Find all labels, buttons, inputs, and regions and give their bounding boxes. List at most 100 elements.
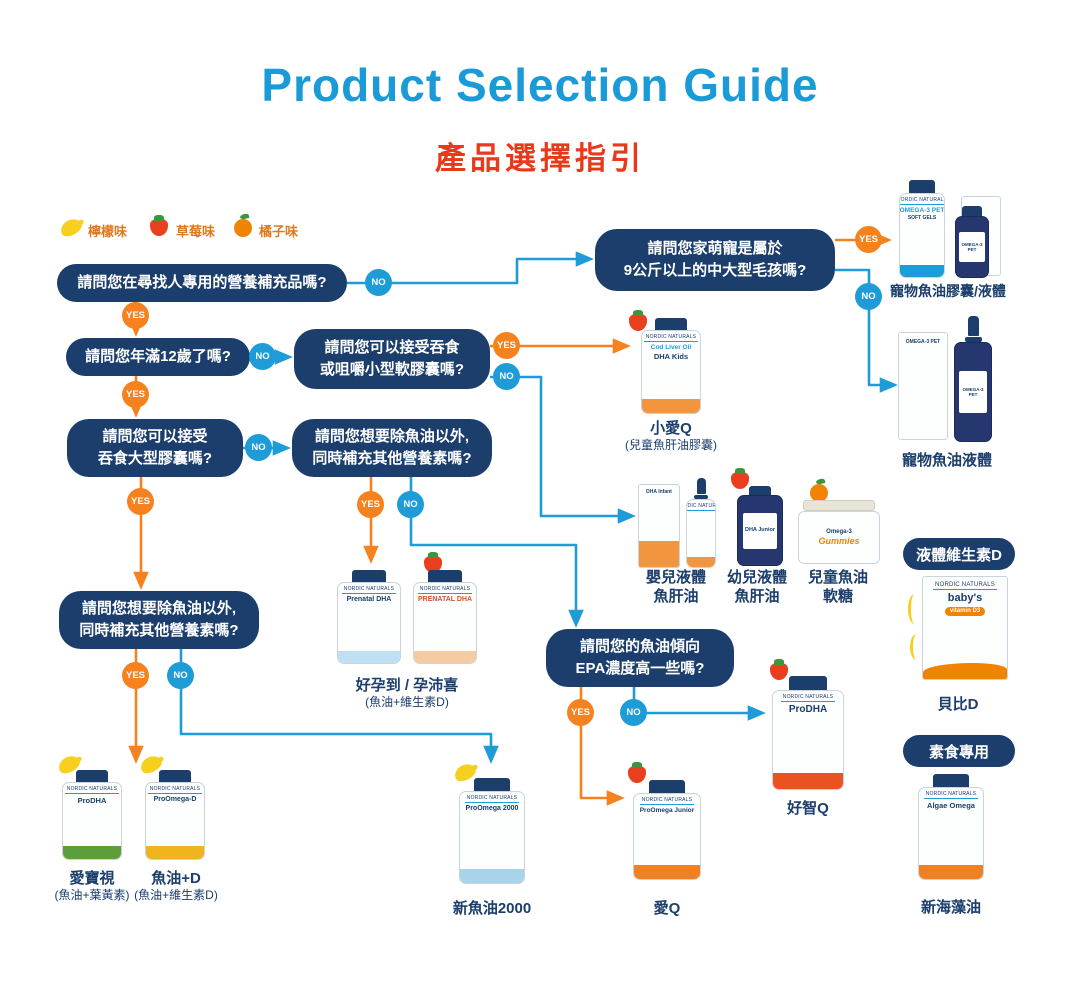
legend-lemon-label: 檸檬味 bbox=[88, 224, 128, 239]
strawberry-icon bbox=[628, 762, 646, 783]
badge-epa-no: NO bbox=[620, 699, 647, 726]
question-text: 同時補充其他營養素嗎? bbox=[79, 622, 239, 639]
bottle-name-text: ProDHA bbox=[788, 704, 828, 715]
bottle-band bbox=[642, 399, 700, 413]
question-text: 請問您想要除魚油以外, bbox=[314, 428, 470, 446]
bottle-body: NORDIC NATURALS Prenatal DHA bbox=[337, 582, 401, 664]
strawberry-icon bbox=[629, 310, 647, 331]
badge-extra2-no: NO bbox=[167, 662, 194, 689]
carton-name-text: DHA Infant bbox=[646, 489, 672, 495]
bottle-name-text: OMEGA-3 PET bbox=[962, 386, 984, 397]
question-text: 同時補充其他營養素嗎? bbox=[312, 450, 472, 467]
strawberry-icon bbox=[150, 215, 168, 236]
dropper-ring bbox=[964, 337, 982, 342]
badge-human-no: NO bbox=[365, 269, 392, 296]
product-infant-liquid: DHA Infant NORDIC NATURALS bbox=[638, 478, 720, 570]
product-name-omega-d: 魚油+D bbox=[151, 870, 201, 887]
bottle-name-text: PRENATAL DHA bbox=[417, 596, 473, 603]
bottle-name-text: ProOmega 2000 bbox=[465, 805, 519, 812]
pet-combo-bottle-navy: OMEGA-3 PET bbox=[955, 206, 989, 278]
bottle-body: NORDIC NATURALS ProOmega-D bbox=[145, 782, 205, 860]
question-text: 請問您家萌寵是屬於 bbox=[647, 240, 783, 258]
jar-body: Omega-3 Gummies bbox=[798, 511, 880, 564]
product-pet-combo: NORDIC NATURALS OMEGA-3 PET SOFT GELS OM… bbox=[893, 180, 1013, 280]
bottle-cap bbox=[962, 206, 982, 216]
question-text: 請問您可以接受吞食 bbox=[324, 339, 460, 357]
lemon-peel-decoration bbox=[910, 634, 923, 660]
carton-band bbox=[639, 541, 679, 567]
product-name-toddler-2: 魚肝油 bbox=[734, 588, 780, 605]
bottle-cap bbox=[159, 770, 191, 782]
bottle-label-patch: OMEGA-3 PET bbox=[959, 371, 987, 413]
product-sub-prenatal: (魚油+維生素D) bbox=[365, 695, 449, 709]
question-extra-nutrients-1: 請問您想要除魚油以外, 同時補充其他營養素嗎? bbox=[292, 419, 492, 477]
bottle-cap bbox=[789, 676, 827, 690]
connector-pet-no bbox=[835, 268, 898, 393]
product-toddler-bottle: DHA Junior bbox=[737, 486, 783, 566]
pet-liquid-bottle: OMEGA-3 PET bbox=[954, 316, 992, 442]
orange-icon bbox=[810, 484, 828, 502]
question-text: 或咀嚼小型軟膠囊嗎? bbox=[319, 361, 465, 378]
bottle-band bbox=[338, 651, 400, 663]
badge-extra1-no: NO bbox=[397, 491, 424, 518]
question-text: 請問您的魚油傾向 bbox=[579, 638, 700, 656]
product-algae-bottle: NORDIC NATURALS Algae Omega bbox=[918, 774, 984, 880]
bottle-body: NORDIC NATURALS ProOmega 2000 bbox=[459, 791, 525, 884]
product-name-algae: 新海藻油 bbox=[920, 899, 981, 916]
bottle-body: OMEGA-3 PET bbox=[954, 342, 992, 442]
bottle-band bbox=[919, 865, 983, 879]
question-text: 請問您可以接受 bbox=[102, 428, 208, 446]
product-baby-d: NORDIC NATURALS baby's vitamin D3 bbox=[908, 576, 1008, 682]
product-prodha-bottle: NORDIC NATURALS ProDHA bbox=[772, 676, 844, 790]
question-human-supplement: 請問您在尋找人專用的營養補充品嗎? bbox=[57, 264, 347, 302]
bottle-brand-text: NORDIC NATURALS bbox=[147, 786, 203, 794]
bottle-cap bbox=[649, 780, 685, 793]
bottle-name-text: Cod Liver Oil bbox=[650, 344, 692, 351]
badge-pet-yes: YES bbox=[855, 226, 882, 253]
baby-d-box: NORDIC NATURALS baby's vitamin D3 bbox=[922, 576, 1008, 680]
bottle-band bbox=[460, 869, 524, 883]
connector-extra2-no bbox=[179, 649, 499, 764]
dropper-cap bbox=[696, 478, 706, 494]
bottle-brand-text: NORDIC NATURALS bbox=[341, 586, 397, 594]
product-name-pet-combo: 寵物魚油膠囊/液體 bbox=[890, 283, 1006, 299]
product-name-baby-d: 貝比D bbox=[937, 696, 979, 713]
bottle-name-text: OMEGA-3 PET bbox=[961, 241, 983, 252]
product-sub-omega-d: (魚油+維生素D) bbox=[134, 888, 218, 902]
bottle-brand-text: NORDIC NATURALS bbox=[464, 795, 520, 803]
question-text: 吞食大型膠囊嗎? bbox=[97, 450, 213, 467]
product-name-pet-liquid: 寵物魚油液體 bbox=[901, 452, 992, 469]
product-name-spectrum: 愛寶視 bbox=[69, 870, 115, 887]
product-spectrum-bottle: NORDIC NATURALS ProDHA bbox=[62, 770, 122, 860]
badge-small-no: NO bbox=[493, 363, 520, 390]
bottle-band bbox=[634, 865, 700, 879]
question-epa: 請問您的魚油傾向 EPA濃度高一些嗎? bbox=[546, 629, 734, 687]
question-text: EPA濃度高一些嗎? bbox=[575, 660, 705, 677]
product-name-prodha: 好智Q bbox=[787, 800, 829, 817]
bottle-band bbox=[900, 265, 944, 277]
bottle-cap bbox=[749, 486, 771, 495]
product-prenatal-bottle-1: NORDIC NATURALS Prenatal DHA bbox=[337, 570, 401, 664]
badge-extra2-yes: YES bbox=[122, 662, 149, 689]
badge-large-no: NO bbox=[245, 434, 272, 461]
infant-bottle: NORDIC NATURALS bbox=[686, 478, 716, 568]
bottle-body: NORDIC NATURALS Algae Omega bbox=[918, 787, 984, 880]
product-name-infant-2: 魚肝油 bbox=[653, 588, 699, 605]
bottle-body: NORDIC NATURALS OMEGA-3 PET SOFT GELS bbox=[899, 193, 945, 278]
section-vegetarian: 素食專用 bbox=[903, 735, 1015, 767]
dropper-ring bbox=[694, 495, 708, 499]
product-name-prenatal: 好孕到 / 孕沛喜 bbox=[355, 677, 459, 694]
product-name-gummy-1: 兒童魚油 bbox=[807, 569, 868, 586]
product-name-gummy-2: 軟糖 bbox=[822, 588, 853, 605]
product-junior-bottle: NORDIC NATURALS ProOmega Junior bbox=[633, 780, 701, 880]
dropper-cap bbox=[967, 316, 979, 336]
bottle-name-text: OMEGA-3 PET bbox=[899, 207, 945, 214]
bottle-cap bbox=[428, 570, 462, 582]
question-text: 請問您年滿12歲了嗎? bbox=[85, 348, 231, 366]
bottle-cap bbox=[655, 318, 687, 330]
product-name-infant-1: 嬰兒液體 bbox=[645, 569, 706, 586]
badge-age-no: NO bbox=[249, 343, 276, 370]
badge-extra1-yes: YES bbox=[357, 491, 384, 518]
bottle-cap bbox=[474, 778, 510, 791]
